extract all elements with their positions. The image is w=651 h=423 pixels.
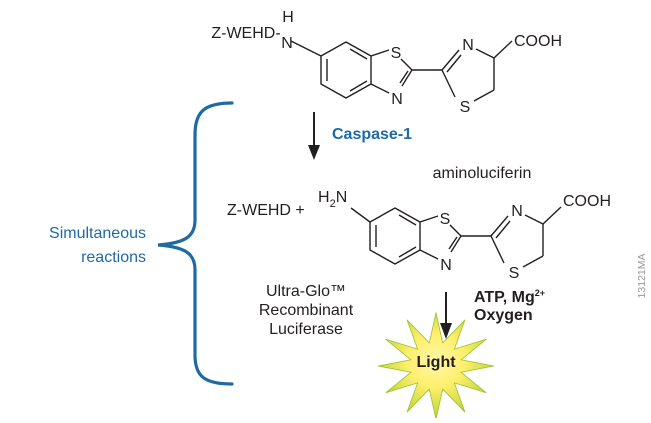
cofactor-atp-mg: ATP, Mg2+: [474, 288, 545, 306]
luciferase-line2: Recombinant: [259, 302, 354, 319]
simultaneous-brace: [157, 101, 234, 386]
substrate-peptide: Z-WEHD-: [211, 25, 280, 42]
luciferase-line3: Luciferase: [269, 321, 343, 338]
cofactor-oxygen: Oxygen: [474, 307, 533, 324]
luciferase-arrow: [440, 292, 452, 339]
product-ring-s2: S: [509, 265, 520, 282]
caspase-arrow: [308, 112, 320, 160]
product-h2n-n: N: [336, 189, 348, 206]
cofactor-atp-mg-text: ATP, Mg: [474, 289, 535, 306]
product-cooh: COOH: [563, 193, 611, 210]
product-h2n-sub: 2: [330, 198, 336, 210]
product-name: aminoluciferin: [433, 165, 532, 182]
substrate-cooh: COOH: [514, 33, 562, 50]
product-ring-n1: N: [440, 257, 452, 274]
substrate-ring-n1: N: [391, 91, 403, 108]
substrate-ring-s2: S: [460, 99, 471, 116]
luciferase-line1: Ultra-Glo™: [266, 283, 346, 300]
product-h2n: H2N: [318, 189, 347, 210]
substrate-ring-s1: S: [391, 45, 402, 62]
product-molecule: [350, 206, 562, 268]
brace-label-line1: Simultaneous: [49, 225, 146, 242]
caspase-label: Caspase-1: [332, 126, 412, 143]
product-ring-s1: S: [440, 211, 451, 228]
product-h2n-h: H: [318, 189, 330, 206]
light-label: Light: [416, 354, 456, 371]
figure-code: 13121MA: [636, 254, 648, 299]
substrate-nh-n: N: [281, 35, 293, 52]
product-peptide: Z-WEHD +: [227, 202, 305, 219]
brace-label-line2: reactions: [81, 249, 146, 266]
product-ring-n2: N: [511, 203, 523, 220]
substrate-molecule: [290, 40, 513, 102]
cofactor-charge: 2+: [535, 288, 545, 298]
substrate-nh-h: H: [282, 9, 294, 26]
substrate-ring-n2: N: [462, 37, 474, 54]
